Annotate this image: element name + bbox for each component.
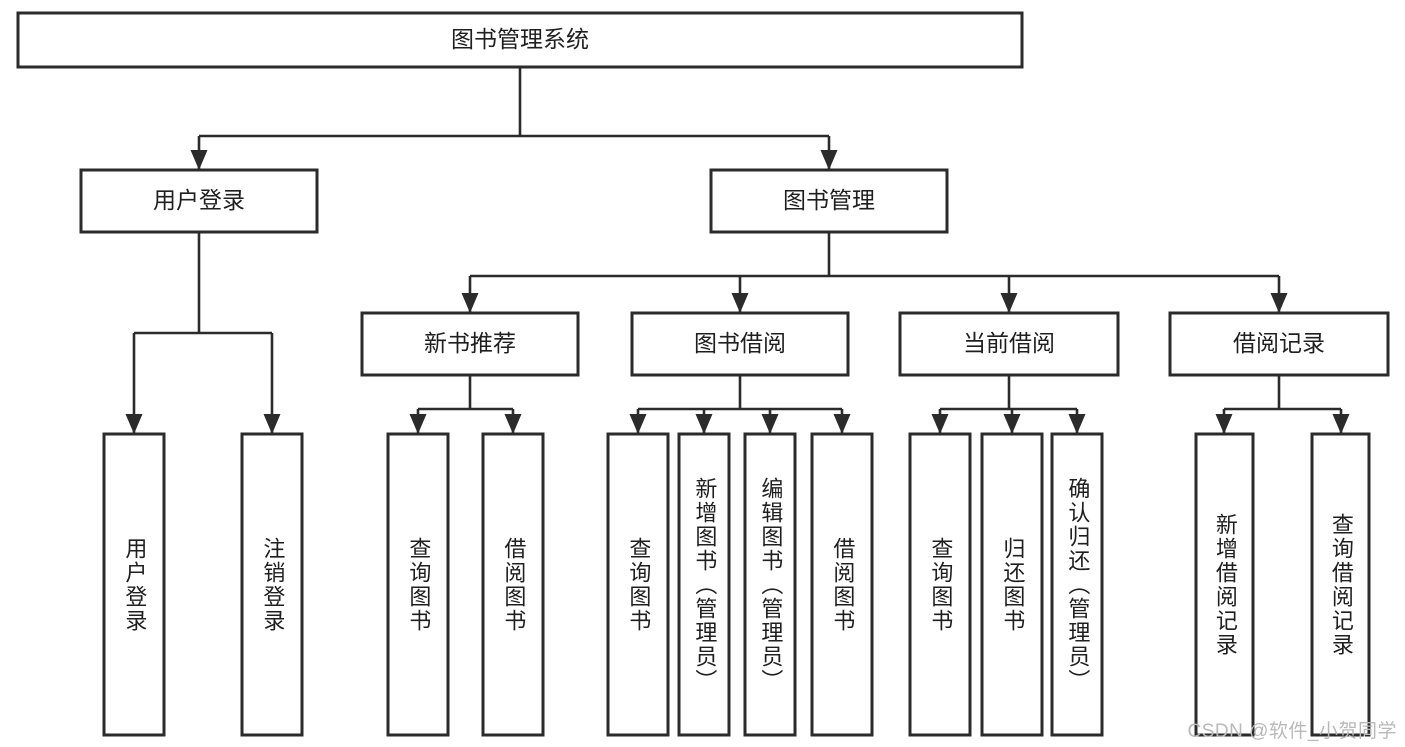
arrow-head-icon	[461, 293, 479, 313]
arrow-head-icon	[820, 150, 838, 170]
arrow-head-icon	[1000, 293, 1018, 313]
node-level3-0[interactable]	[360, 311, 580, 377]
arrow-head-icon	[1003, 414, 1021, 434]
node-leaf-8[interactable]	[908, 432, 972, 737]
node-level3-label-0: 新书推荐	[424, 330, 516, 356]
node-leaf-7[interactable]	[810, 432, 874, 737]
node-box-layer	[16, 11, 1390, 737]
arrow-head-icon	[409, 414, 427, 434]
node-level3-label-3: 借阅记录	[1233, 330, 1325, 356]
arrow-head-icon	[125, 414, 143, 434]
node-level2-1[interactable]	[709, 168, 949, 234]
arrow-head-icon	[1068, 414, 1086, 434]
node-root[interactable]	[16, 11, 1024, 69]
arrow-head-icon	[190, 150, 208, 170]
node-level3-label-2: 当前借阅	[963, 330, 1055, 356]
arrow-head-icon	[263, 414, 281, 434]
arrow-head-icon	[931, 414, 949, 434]
node-level3-3[interactable]	[1168, 311, 1390, 377]
node-level2-label-1: 图书管理	[783, 187, 875, 213]
connector-layer	[125, 67, 1350, 434]
node-level2-label-0: 用户登录	[153, 187, 245, 213]
node-leaf-4[interactable]	[606, 432, 670, 737]
arrow-head-icon	[731, 293, 749, 313]
node-leaf-10[interactable]	[1050, 432, 1104, 737]
node-leaf-6[interactable]	[743, 432, 797, 737]
node-root-label: 图书管理系统	[451, 26, 589, 52]
csdn-watermark: CSDN @软件_小贺同学	[1187, 721, 1397, 742]
node-leaf-0[interactable]	[102, 432, 166, 737]
node-level3-label-1: 图书借阅	[694, 330, 786, 356]
arrow-head-icon	[761, 414, 779, 434]
node-leaf-11[interactable]	[1194, 432, 1255, 737]
arrow-head-icon	[695, 414, 713, 434]
node-leaf-1[interactable]	[240, 432, 304, 737]
node-leaf-12[interactable]	[1310, 432, 1371, 737]
arrow-head-icon	[1332, 414, 1350, 434]
node-leaf-2[interactable]	[386, 432, 450, 737]
arrow-head-icon	[504, 414, 522, 434]
node-level3-2[interactable]	[898, 311, 1120, 377]
node-level2-0[interactable]	[79, 168, 319, 234]
arrow-head-icon	[629, 414, 647, 434]
node-leaf-5[interactable]	[677, 432, 731, 737]
node-level3-1[interactable]	[630, 311, 850, 377]
arrow-head-icon	[1215, 414, 1233, 434]
node-leaf-9[interactable]	[980, 432, 1044, 737]
arrow-head-icon	[833, 414, 851, 434]
node-leaf-3[interactable]	[481, 432, 545, 737]
arrow-head-icon	[1270, 293, 1288, 313]
